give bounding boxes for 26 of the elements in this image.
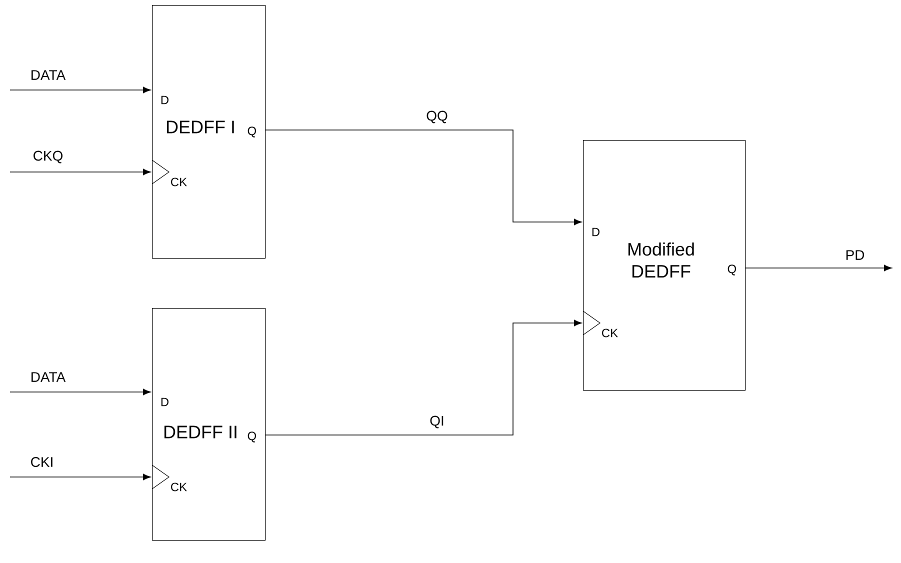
arrow [265,130,582,226]
pin-label: CK [171,482,187,492]
arrow [10,388,151,396]
signal-label: QQ [425,110,449,124]
signal-label: QI [428,414,446,430]
flip-flop-name: DEDFF II [164,426,236,438]
pin-label: CK [171,178,187,186]
signal-label: CKQ [32,150,64,164]
pin-label: CK [602,328,618,338]
arrow [10,474,151,480]
arrow [265,320,582,436]
pin-label: D [161,96,168,104]
signal-label: DATA [29,69,67,81]
pin-label: Q [248,432,256,442]
pin-label: D [161,398,168,406]
pin-label: Q [248,126,256,138]
flip-flop-name: DEDFF I [166,120,234,134]
arrow [745,264,892,272]
pin-label: Q [728,264,736,276]
signal-label: PD [844,249,866,261]
flip-flop-name: Modified DEDFF [628,242,694,278]
signal-label: CKI [29,456,55,468]
signal-label: DATA [29,371,67,383]
arrow [10,86,151,94]
pin-label: D [592,228,600,236]
arrow [10,168,151,176]
